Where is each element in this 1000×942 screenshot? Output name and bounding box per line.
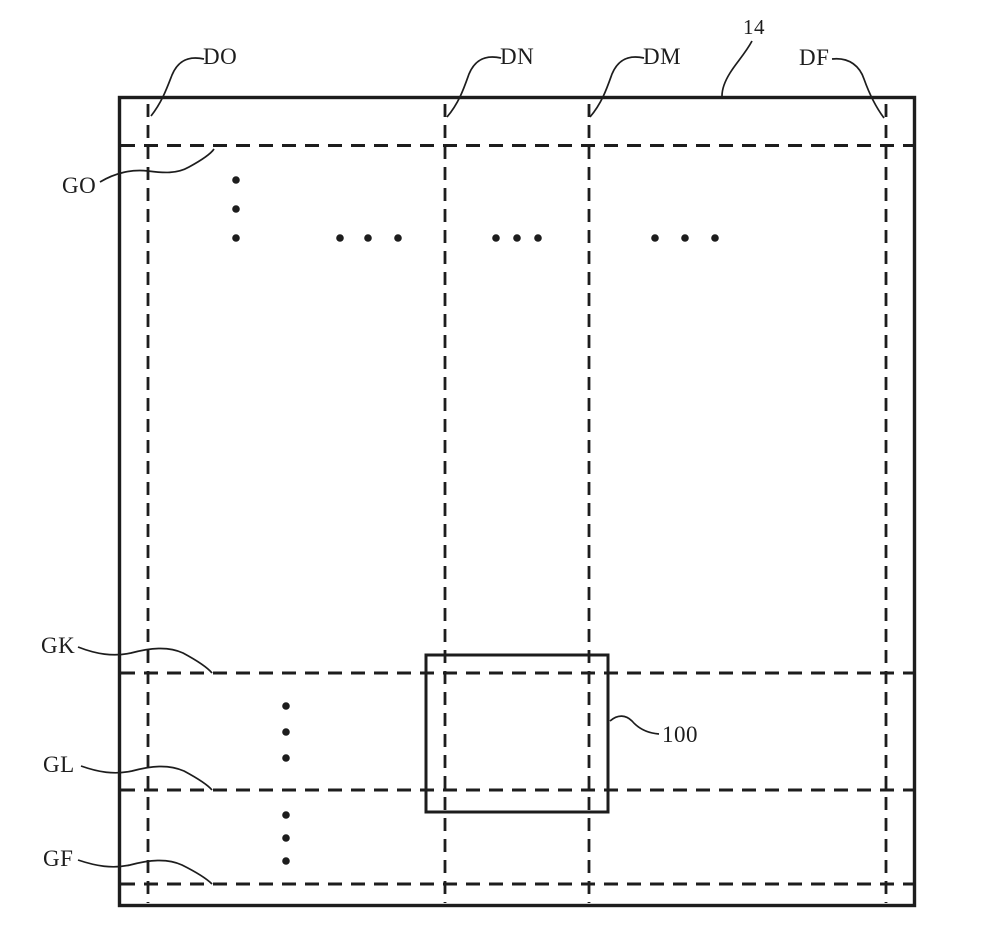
leader-DF — [831, 57, 885, 119]
leader-GK — [77, 646, 213, 674]
leader-14 — [721, 40, 753, 97]
label-data-line-DM: DM — [643, 44, 682, 69]
region-100-box — [424, 653, 610, 814]
label-data-line-DO: DO — [203, 44, 238, 69]
leader-100 — [609, 715, 660, 735]
leader-GF — [77, 859, 213, 885]
leader-DM — [589, 56, 645, 118]
gate-lines — [121, 144, 913, 886]
label-ref-100: 100 — [662, 722, 698, 747]
leader-DN — [446, 56, 502, 118]
data-lines — [146, 104, 888, 903]
ellipsis-dots — [232, 176, 719, 865]
label-gate-line-GF: GF — [43, 846, 74, 871]
label-ref-14: 14 — [743, 15, 765, 39]
label-gate-line-GK: GK — [41, 633, 76, 658]
leader-DO — [150, 57, 205, 117]
leader-GO — [99, 148, 215, 183]
label-gate-line-GO: GO — [62, 173, 97, 198]
leader-lines — [77, 40, 885, 885]
panel-outer-border — [117, 95, 917, 908]
label-gate-line-GL: GL — [43, 752, 75, 777]
label-data-line-DF: DF — [799, 45, 830, 70]
label-data-line-DN: DN — [500, 44, 535, 69]
leader-GL — [80, 765, 213, 791]
